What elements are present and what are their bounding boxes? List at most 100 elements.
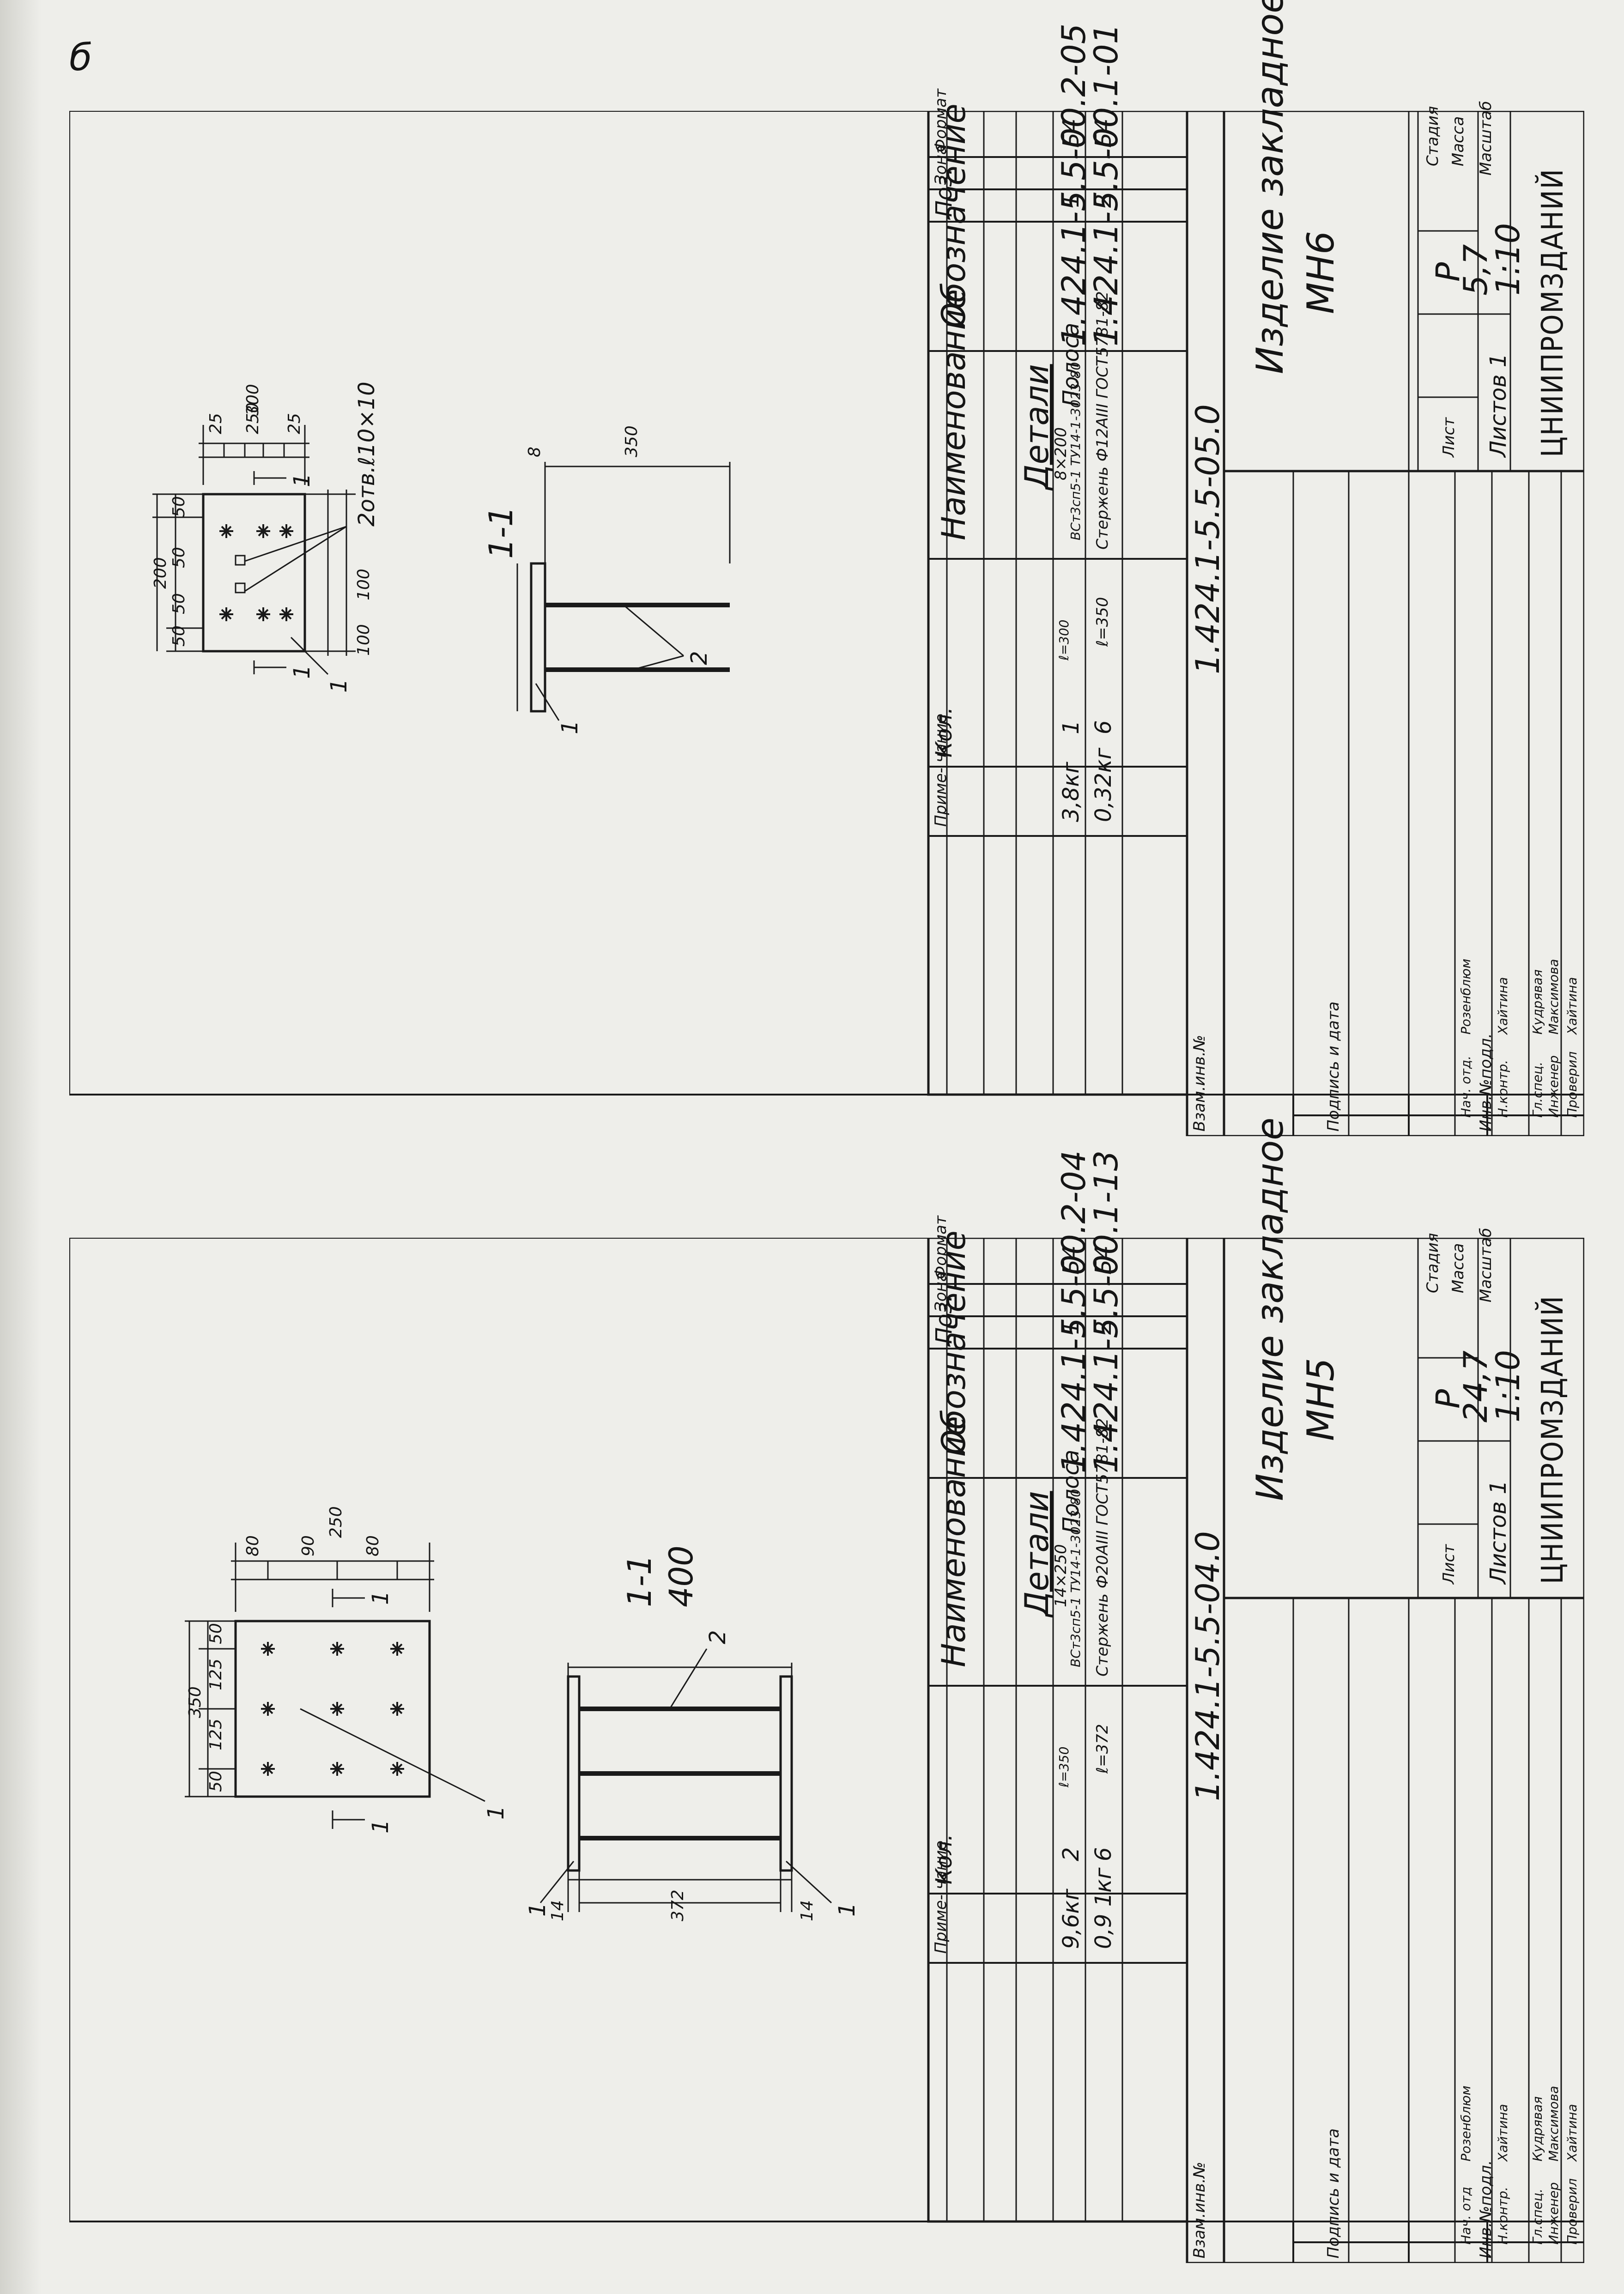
- section-dim-350: 350: [622, 425, 641, 457]
- section-label: 1-1: [621, 1554, 659, 1607]
- sheet-mn6: 200 50 50 50 50 100 100 25 250 25 300 2о…: [69, 0, 1584, 1136]
- spec-row1-designation: 1.424.1-5.5-00.2-04: [1055, 1150, 1093, 1473]
- stamp-sheets-label: Листов 1: [1485, 353, 1511, 457]
- stamp-mass-label: Масса: [1449, 116, 1467, 166]
- signer-5-name: Хайтина: [1564, 977, 1580, 1035]
- spec-row2-note: 0,9 1кг: [1091, 1867, 1116, 1949]
- doc-product: МН6: [1299, 230, 1342, 314]
- signer-5-name: Хайтина: [1564, 2104, 1580, 2161]
- signer-4-role: Инженер: [1546, 2182, 1561, 2245]
- section-dim-14a: 14: [548, 1900, 567, 1921]
- sheet-mn6-lines: [69, 111, 1584, 1136]
- signer-5-role: Проверил: [1564, 2178, 1580, 2245]
- doc-code: 1.424.1-5.5-04.0: [1189, 1531, 1227, 1801]
- stamp-sheets-label: Листов 1: [1485, 1480, 1511, 1584]
- side-inv-orig: Инв.№подл.: [1477, 1033, 1495, 1132]
- spec-row1-qty: 1: [1058, 720, 1084, 734]
- stamp-stage-label: Стадия: [1424, 1233, 1442, 1293]
- doc-title: Изделие закладное: [1248, 0, 1291, 374]
- plan-dim-90: 90: [299, 1535, 318, 1556]
- plan-dim-50c: 50: [170, 547, 188, 568]
- section-dim-400: 400: [662, 1545, 700, 1607]
- stamp-sheet-label: Лист: [1440, 417, 1458, 457]
- plan-dim-300: 300: [243, 384, 262, 416]
- signer-2-role: Н.контр.: [1495, 2186, 1510, 2245]
- plan-dim-50a: 50: [170, 625, 188, 647]
- side-inv-copy: Взам.инв.№: [1190, 1035, 1209, 1132]
- sheet-mn5: 350 50 125 125 50 80 90 80 250 1 1 1 1-1…: [69, 1117, 1584, 2263]
- scan-edge: [0, 0, 42, 2294]
- signer-2-role: Н.контр.: [1495, 1059, 1510, 1118]
- plan-dim-50a: 50: [206, 1771, 225, 1792]
- spec-header-note: Приме- чание: [932, 1840, 950, 1954]
- signer-3-name: Кудрявая: [1530, 969, 1545, 1035]
- plan-dim-50b: 50: [206, 1623, 225, 1644]
- stamp-mass: 5,7: [1457, 244, 1495, 296]
- doc-code: 1.424.1-5.5-05.0: [1189, 404, 1227, 674]
- signer-4-name: Максимова: [1546, 2086, 1561, 2161]
- stamp-scale-label: Масштаб: [1477, 101, 1495, 176]
- plan-dim-125b: 125: [206, 1658, 225, 1690]
- plan-dim-width: 200: [151, 557, 170, 589]
- plan-section-mark-left: 1: [289, 665, 315, 679]
- plan-dim-80a: 80: [243, 1535, 262, 1556]
- section-dim-8: 8: [525, 447, 544, 457]
- section-callout-2: 2: [686, 651, 712, 665]
- spec-row1-note: 3,8кг: [1058, 762, 1084, 822]
- plan-dim-100a: 100: [354, 624, 373, 656]
- spec-row1-std: ВСт3сп5-1 ТУ14-1-3023-80: [1068, 362, 1083, 540]
- plan-dim-25b: 25: [285, 413, 304, 434]
- stamp-mass: 24,7: [1457, 1350, 1495, 1422]
- signer-4-name: Максимова: [1546, 959, 1561, 1035]
- spec-row1-note: 9,6кг: [1058, 1888, 1084, 1949]
- spec-row1-detail: 8×200: [1052, 427, 1070, 480]
- signer-1-role: Нач. отд: [1458, 2186, 1473, 2245]
- spec-row1-designation: 1.424.1-5.5-00.2-05: [1055, 23, 1093, 346]
- spec-section: Детали: [1018, 1491, 1056, 1616]
- section-callout-1b: 1: [834, 1902, 860, 1917]
- stamp-scale: 1:10: [1489, 1350, 1527, 1422]
- side-sign-date: Подпись и дата: [1324, 1001, 1343, 1132]
- plan-section-mark-left: 1: [368, 1819, 394, 1834]
- signer-4-role: Инженер: [1546, 1055, 1561, 1118]
- section-dim-372: 372: [668, 1889, 687, 1921]
- plan-dim-80b: 80: [364, 1535, 382, 1556]
- spec-header-name: Наименование: [935, 289, 973, 540]
- spec-row2-length: ℓ=372: [1093, 1724, 1112, 1773]
- signer-5-role: Проверил: [1564, 1051, 1580, 1118]
- spec-row1-detail: 14×250: [1052, 1544, 1070, 1607]
- spec-row2-qty: 6: [1091, 1847, 1116, 1861]
- signer-2-name: Хайтина: [1495, 977, 1510, 1035]
- side-inv-copy: Взам.инв.№: [1190, 2161, 1209, 2258]
- spec-row2-name: Стержень Ф12АIII ГОСТ5781-82: [1093, 291, 1112, 550]
- side-inv-orig: Инв.№подл.: [1477, 2160, 1495, 2258]
- plan-dim-width: 350: [186, 1686, 205, 1718]
- stamp-scale-label: Масштаб: [1477, 1228, 1495, 1302]
- section-callout-1a: 1: [525, 1902, 551, 1917]
- plan-dim-100b: 100: [354, 569, 373, 600]
- side-sign-date: Подпись и дата: [1324, 2128, 1343, 2258]
- signer-1-name: Розенблюм: [1458, 2085, 1473, 2161]
- spec-row2-qty: 6: [1091, 720, 1116, 734]
- plan-callout-1: 1: [326, 678, 352, 693]
- spec-header-name: Наименование: [935, 1416, 973, 1667]
- spec-header-note: Приме- чание: [932, 713, 950, 827]
- stamp-sheet-label: Лист: [1440, 1544, 1458, 1584]
- spec-row2-name: Стержень Ф20АIII ГОСТ5781-82: [1093, 1418, 1112, 1677]
- stamp-stage-label: Стадия: [1424, 106, 1442, 166]
- plan-section-mark-right: 1: [368, 1591, 394, 1605]
- spec-row2-note: 0,32кг: [1091, 747, 1116, 822]
- plan-dim-25a: 25: [206, 413, 225, 434]
- section-callout-2: 2: [705, 1630, 731, 1644]
- stamp-org: ЦНИИПРОМЗДАНИЙ: [1536, 168, 1570, 457]
- spec-row1-std: ВСт3сп5-1 ТУ14-1-3023-80: [1068, 1489, 1083, 1667]
- spec-row1-length: ℓ=300: [1056, 619, 1072, 660]
- spec-section: Детали: [1018, 364, 1056, 490]
- section-dim-14b: 14: [798, 1900, 817, 1921]
- doc-title: Изделие закладное: [1248, 1117, 1291, 1501]
- signer-3-role: Гл.спец.: [1530, 2188, 1545, 2245]
- stamp-mass-label: Масса: [1449, 1243, 1467, 1293]
- signer-1-name: Розенблюм: [1458, 958, 1473, 1035]
- corner-mark: б: [69, 36, 92, 79]
